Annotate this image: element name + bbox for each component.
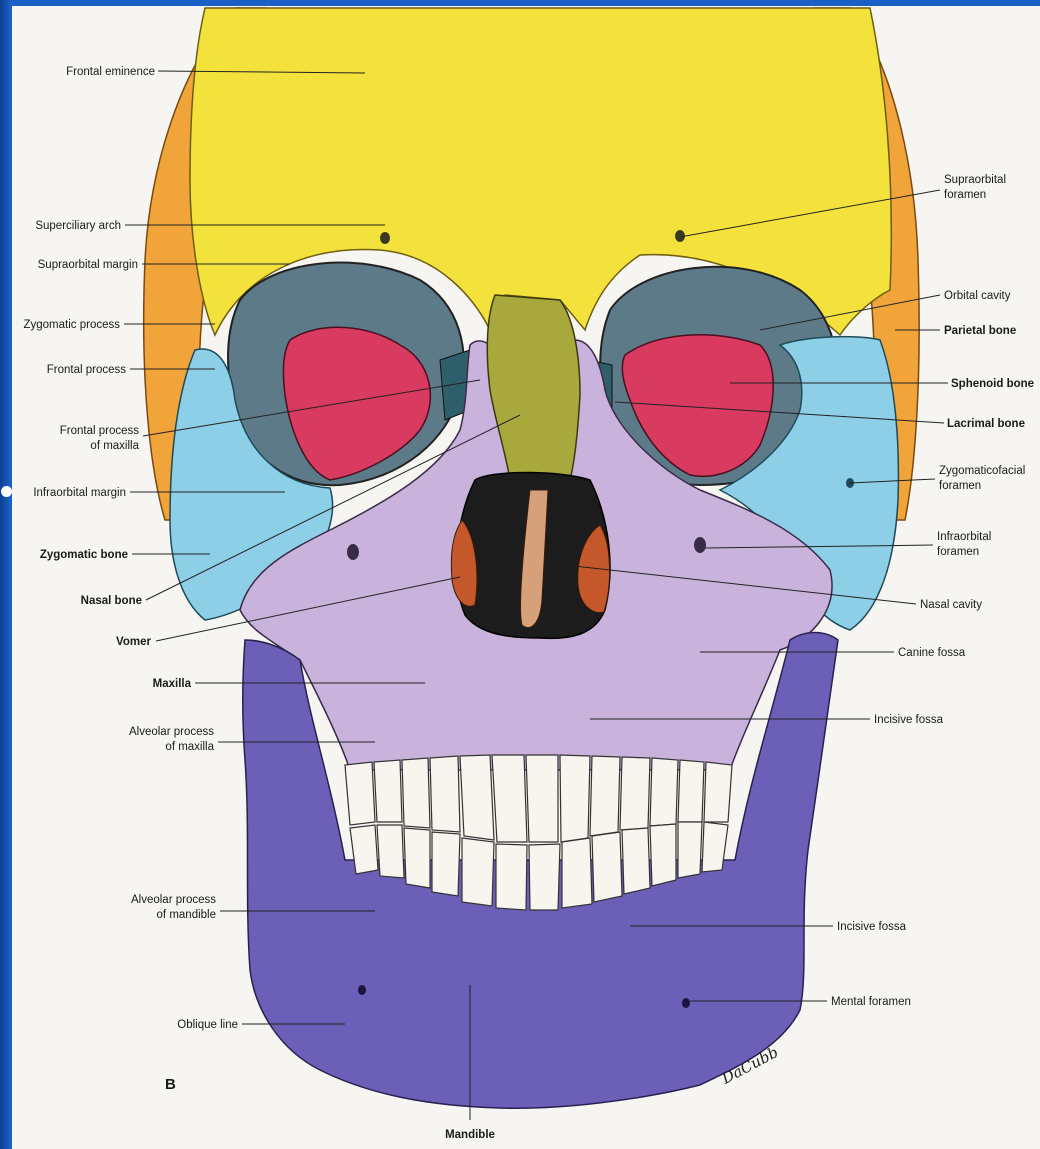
label-supraorbital-margin: Supraorbital margin (38, 259, 138, 271)
panel-letter: B (165, 1076, 176, 1093)
label-maxilla: Maxilla (153, 678, 192, 690)
label-infraorbital-foramen-line2: foramen (937, 546, 979, 558)
label-alveolar-process-maxilla-line1: Alveolar process (129, 726, 214, 738)
label-infraorbital-foramen-line1: Infraorbital (937, 531, 991, 543)
label-orbital-cavity: Orbital cavity (944, 290, 1011, 302)
infraorbital-foramen-left-mark (347, 544, 359, 560)
label-incisive-fossa-upper: Incisive fossa (874, 714, 944, 726)
label-nasal-cavity: Nasal cavity (920, 599, 982, 611)
label-superciliary-arch: Superciliary arch (35, 220, 121, 232)
label-frontal-eminence: Frontal eminence (66, 66, 155, 78)
skull-illustration: DaCubb (144, 8, 919, 1108)
label-lacrimal-bone: Lacrimal bone (947, 418, 1025, 430)
label-zygomatic-process: Zygomatic process (23, 319, 120, 331)
label-frontal-process-maxilla-line1: Frontal process (60, 425, 140, 437)
label-mental-foramen: Mental foramen (831, 996, 911, 1008)
label-alveolar-process-mandible-line1: Alveolar process (131, 894, 216, 906)
label-zygomatic-bone: Zygomatic bone (40, 549, 128, 561)
label-sphenoid-bone: Sphenoid bone (951, 378, 1034, 390)
label-parietal-bone: Parietal bone (944, 325, 1016, 337)
label-supraorbital-foramen-line2: foramen (944, 189, 986, 201)
supraorbital-foramen-left-mark (380, 232, 390, 244)
label-alveolar-process-maxilla-line2: of maxilla (165, 741, 214, 753)
label-vomer: Vomer (116, 636, 151, 648)
label-incisive-fossa-lower: Incisive fossa (837, 921, 907, 933)
label-oblique-line: Oblique line (177, 1019, 238, 1031)
label-infraorbital-margin: Infraorbital margin (33, 487, 126, 499)
label-supraorbital-foramen-line1: Supraorbital (944, 174, 1006, 186)
label-frontal-process-maxilla-line2: of maxilla (90, 440, 139, 452)
label-alveolar-process-mandible-line2: of mandible (157, 909, 216, 921)
label-mandible: Mandible (445, 1129, 495, 1141)
label-zygomaticofacial-foramen-line1: Zygomaticofacial (939, 465, 1025, 477)
mental-foramen-left-mark (358, 985, 366, 995)
mental-foramen-right-mark (682, 998, 690, 1008)
infraorbital-foramen-right-mark (694, 537, 706, 553)
label-zygomaticofacial-foramen-line2: foramen (939, 480, 981, 492)
label-nasal-bone: Nasal bone (81, 595, 142, 607)
label-canine-fossa: Canine fossa (898, 647, 966, 659)
label-frontal-process: Frontal process (47, 364, 127, 376)
